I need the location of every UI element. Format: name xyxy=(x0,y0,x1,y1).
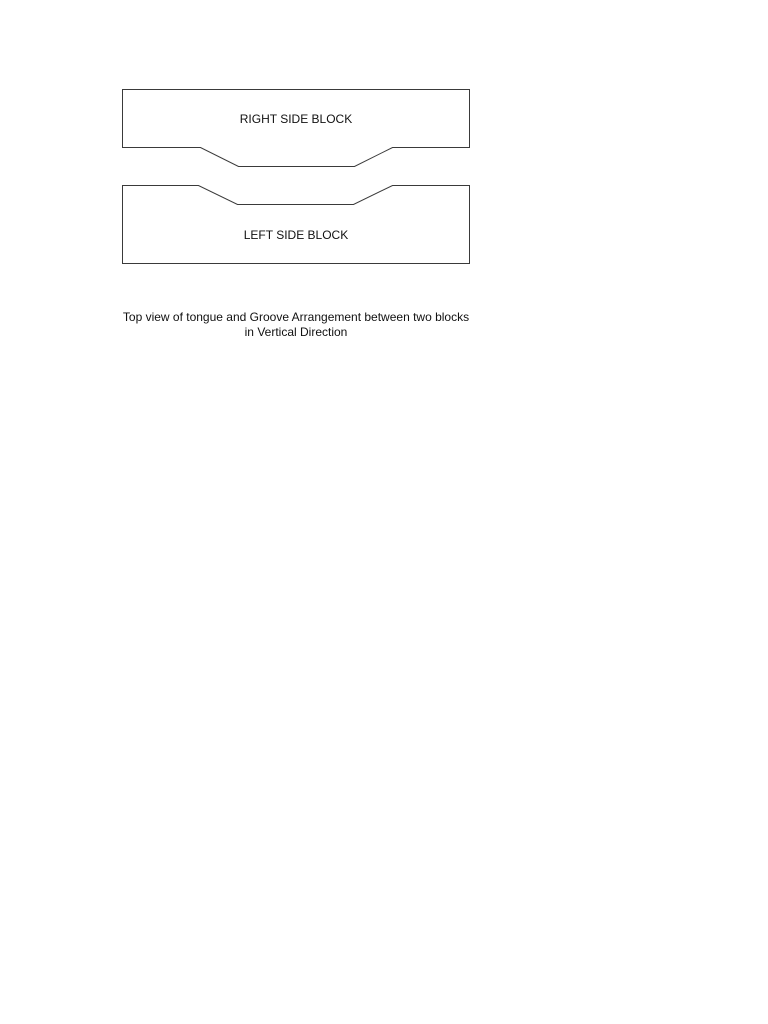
figure-caption: Top view of tongue and Groove Arrangemen… xyxy=(122,310,470,339)
left-block-label: LEFT SIDE BLOCK xyxy=(244,228,348,242)
right-block-label: RIGHT SIDE BLOCK xyxy=(240,112,352,126)
left-side-block xyxy=(122,185,470,264)
right-side-block xyxy=(122,89,470,167)
tongue-groove-diagram: RIGHT SIDE BLOCK LEFT SIDE BLOCK xyxy=(122,89,470,264)
